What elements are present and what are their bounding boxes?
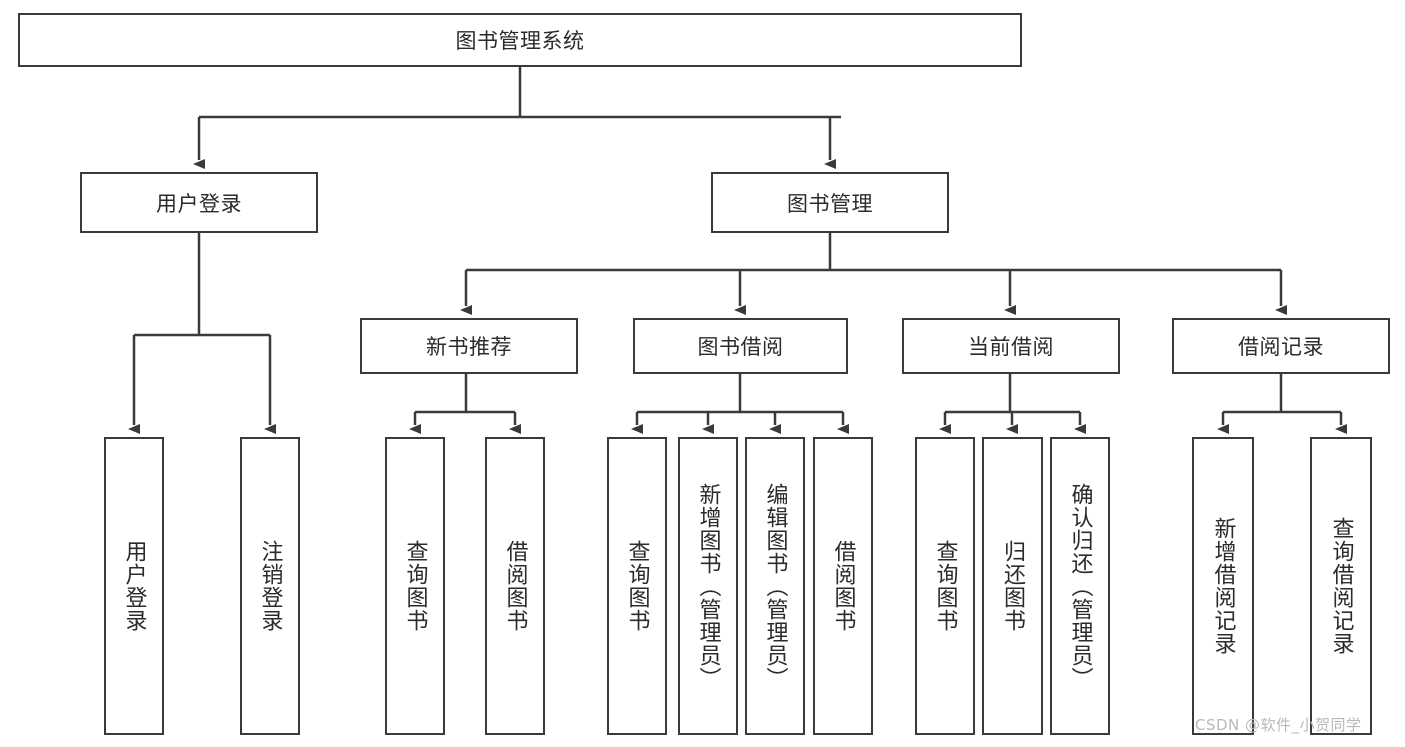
node-root-label: 图书管理系统 — [455, 29, 585, 53]
node-book-manage-label: 图书管理 — [787, 191, 873, 216]
node-borrow-record-label: 借阅记录 — [1238, 335, 1324, 359]
node-leaf-logout-label: 注销登录 — [257, 540, 283, 632]
node-leaf-return-book-label: 归还图书 — [1000, 540, 1026, 632]
node-new-book-recommend[interactable]: 新书推荐 — [360, 318, 578, 374]
node-leaf-query-book-rec-label: 查询图书 — [402, 540, 428, 632]
node-leaf-confirm-return[interactable]: 确认归还（管理员） — [1050, 437, 1110, 735]
node-borrow-record[interactable]: 借阅记录 — [1172, 318, 1390, 374]
node-leaf-query-book-borrow-label: 查询图书 — [624, 540, 650, 632]
node-root[interactable]: 图书管理系统 — [18, 13, 1022, 67]
node-leaf-borrow-book-rec[interactable]: 借阅图书 — [485, 437, 545, 735]
node-leaf-query-record-label: 查询借阅记录 — [1328, 517, 1354, 655]
node-leaf-add-book-label: 新增图书（管理员） — [695, 482, 721, 690]
node-leaf-query-book-cur-label: 查询图书 — [932, 540, 958, 632]
node-leaf-borrow-book-label: 借阅图书 — [830, 540, 856, 632]
node-leaf-add-record-label: 新增借阅记录 — [1210, 517, 1236, 655]
node-leaf-add-book[interactable]: 新增图书（管理员） — [678, 437, 738, 735]
node-leaf-edit-book-label: 编辑图书（管理员） — [762, 482, 788, 690]
node-leaf-logout[interactable]: 注销登录 — [240, 437, 300, 735]
csdn-watermark: CSDN @软件_小贺同学 — [1195, 716, 1362, 734]
node-book-borrow-label: 图书借阅 — [697, 335, 784, 359]
node-leaf-return-book[interactable]: 归还图书 — [982, 437, 1043, 735]
node-user-login[interactable]: 用户登录 — [80, 172, 318, 233]
node-leaf-user-login-label: 用户登录 — [121, 540, 147, 632]
node-book-manage[interactable]: 图书管理 — [711, 172, 949, 233]
node-leaf-edit-book[interactable]: 编辑图书（管理员） — [745, 437, 805, 735]
node-book-borrow[interactable]: 图书借阅 — [633, 318, 848, 374]
node-leaf-confirm-return-label: 确认归还（管理员） — [1067, 482, 1093, 690]
node-leaf-borrow-book-rec-label: 借阅图书 — [502, 540, 528, 632]
node-leaf-borrow-book[interactable]: 借阅图书 — [813, 437, 873, 735]
node-leaf-query-book-cur[interactable]: 查询图书 — [915, 437, 975, 735]
node-leaf-query-book-borrow[interactable]: 查询图书 — [607, 437, 667, 735]
node-new-book-recommend-label: 新书推荐 — [426, 335, 512, 359]
node-leaf-query-record[interactable]: 查询借阅记录 — [1310, 437, 1372, 735]
node-user-login-label: 用户登录 — [156, 191, 242, 216]
node-leaf-query-book-rec[interactable]: 查询图书 — [385, 437, 445, 735]
node-current-borrow-label: 当前借阅 — [968, 335, 1054, 359]
node-current-borrow[interactable]: 当前借阅 — [902, 318, 1120, 374]
node-leaf-add-record[interactable]: 新增借阅记录 — [1192, 437, 1254, 735]
node-leaf-user-login[interactable]: 用户登录 — [104, 437, 164, 735]
